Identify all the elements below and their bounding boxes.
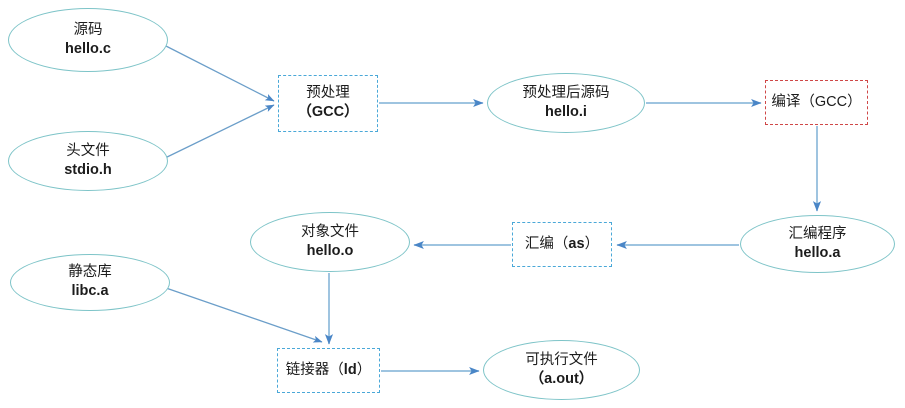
node-assembly-program-line1: 汇编程序 xyxy=(788,225,847,242)
node-compile-gcc-label: 编译（GCC） xyxy=(771,93,862,110)
node-header-file-line2: stdio.h xyxy=(64,161,112,178)
node-linker-ld[interactable]: 链接器（ld） xyxy=(277,348,380,393)
node-header-file-line1: 头文件 xyxy=(66,142,110,159)
edge-static-library-to-linker xyxy=(165,287,323,343)
node-assembly-program[interactable]: 汇编程序 hello.a xyxy=(740,215,895,273)
node-object-file-line1: 对象文件 xyxy=(301,223,359,240)
node-executable-line1: 可执行文件 xyxy=(525,351,598,368)
node-static-library-line1: 静态库 xyxy=(68,264,112,281)
node-preprocessed-source[interactable]: 预处理后源码 hello.i xyxy=(487,73,645,133)
node-compile-gcc[interactable]: 编译（GCC） xyxy=(765,80,868,125)
node-assemble-as-label: 汇编（as） xyxy=(524,235,600,252)
node-static-library[interactable]: 静态库 libc.a xyxy=(10,254,170,311)
node-preprocessed-source-line2: hello.i xyxy=(545,103,587,120)
node-source-code-line2: hello.c xyxy=(65,40,111,57)
node-preprocessed-source-line1: 预处理后源码 xyxy=(522,84,610,101)
node-preprocess-gcc[interactable]: 预处理 （GCC） xyxy=(278,75,378,132)
node-object-file[interactable]: 对象文件 hello.o xyxy=(250,212,410,272)
node-header-file[interactable]: 头文件 stdio.h xyxy=(8,131,168,191)
node-preprocess-gcc-line1: 预处理 xyxy=(306,85,350,102)
node-linker-ld-label: 链接器（ld） xyxy=(285,361,372,378)
node-source-code-line1: 源码 xyxy=(73,21,103,38)
node-assembly-program-line2: hello.a xyxy=(794,244,841,261)
node-source-code[interactable]: 源码 hello.c xyxy=(8,8,168,72)
edge-header-to-preprocess xyxy=(162,104,275,160)
node-static-library-line2: libc.a xyxy=(71,283,109,299)
edge-source-to-preprocess xyxy=(161,43,275,102)
node-assemble-as[interactable]: 汇编（as） xyxy=(512,222,612,267)
node-object-file-line2: hello.o xyxy=(306,242,354,259)
node-executable-line2: （a.out） xyxy=(529,370,594,387)
node-preprocess-gcc-line2: （GCC） xyxy=(297,104,359,120)
node-executable[interactable]: 可执行文件 （a.out） xyxy=(483,340,640,400)
